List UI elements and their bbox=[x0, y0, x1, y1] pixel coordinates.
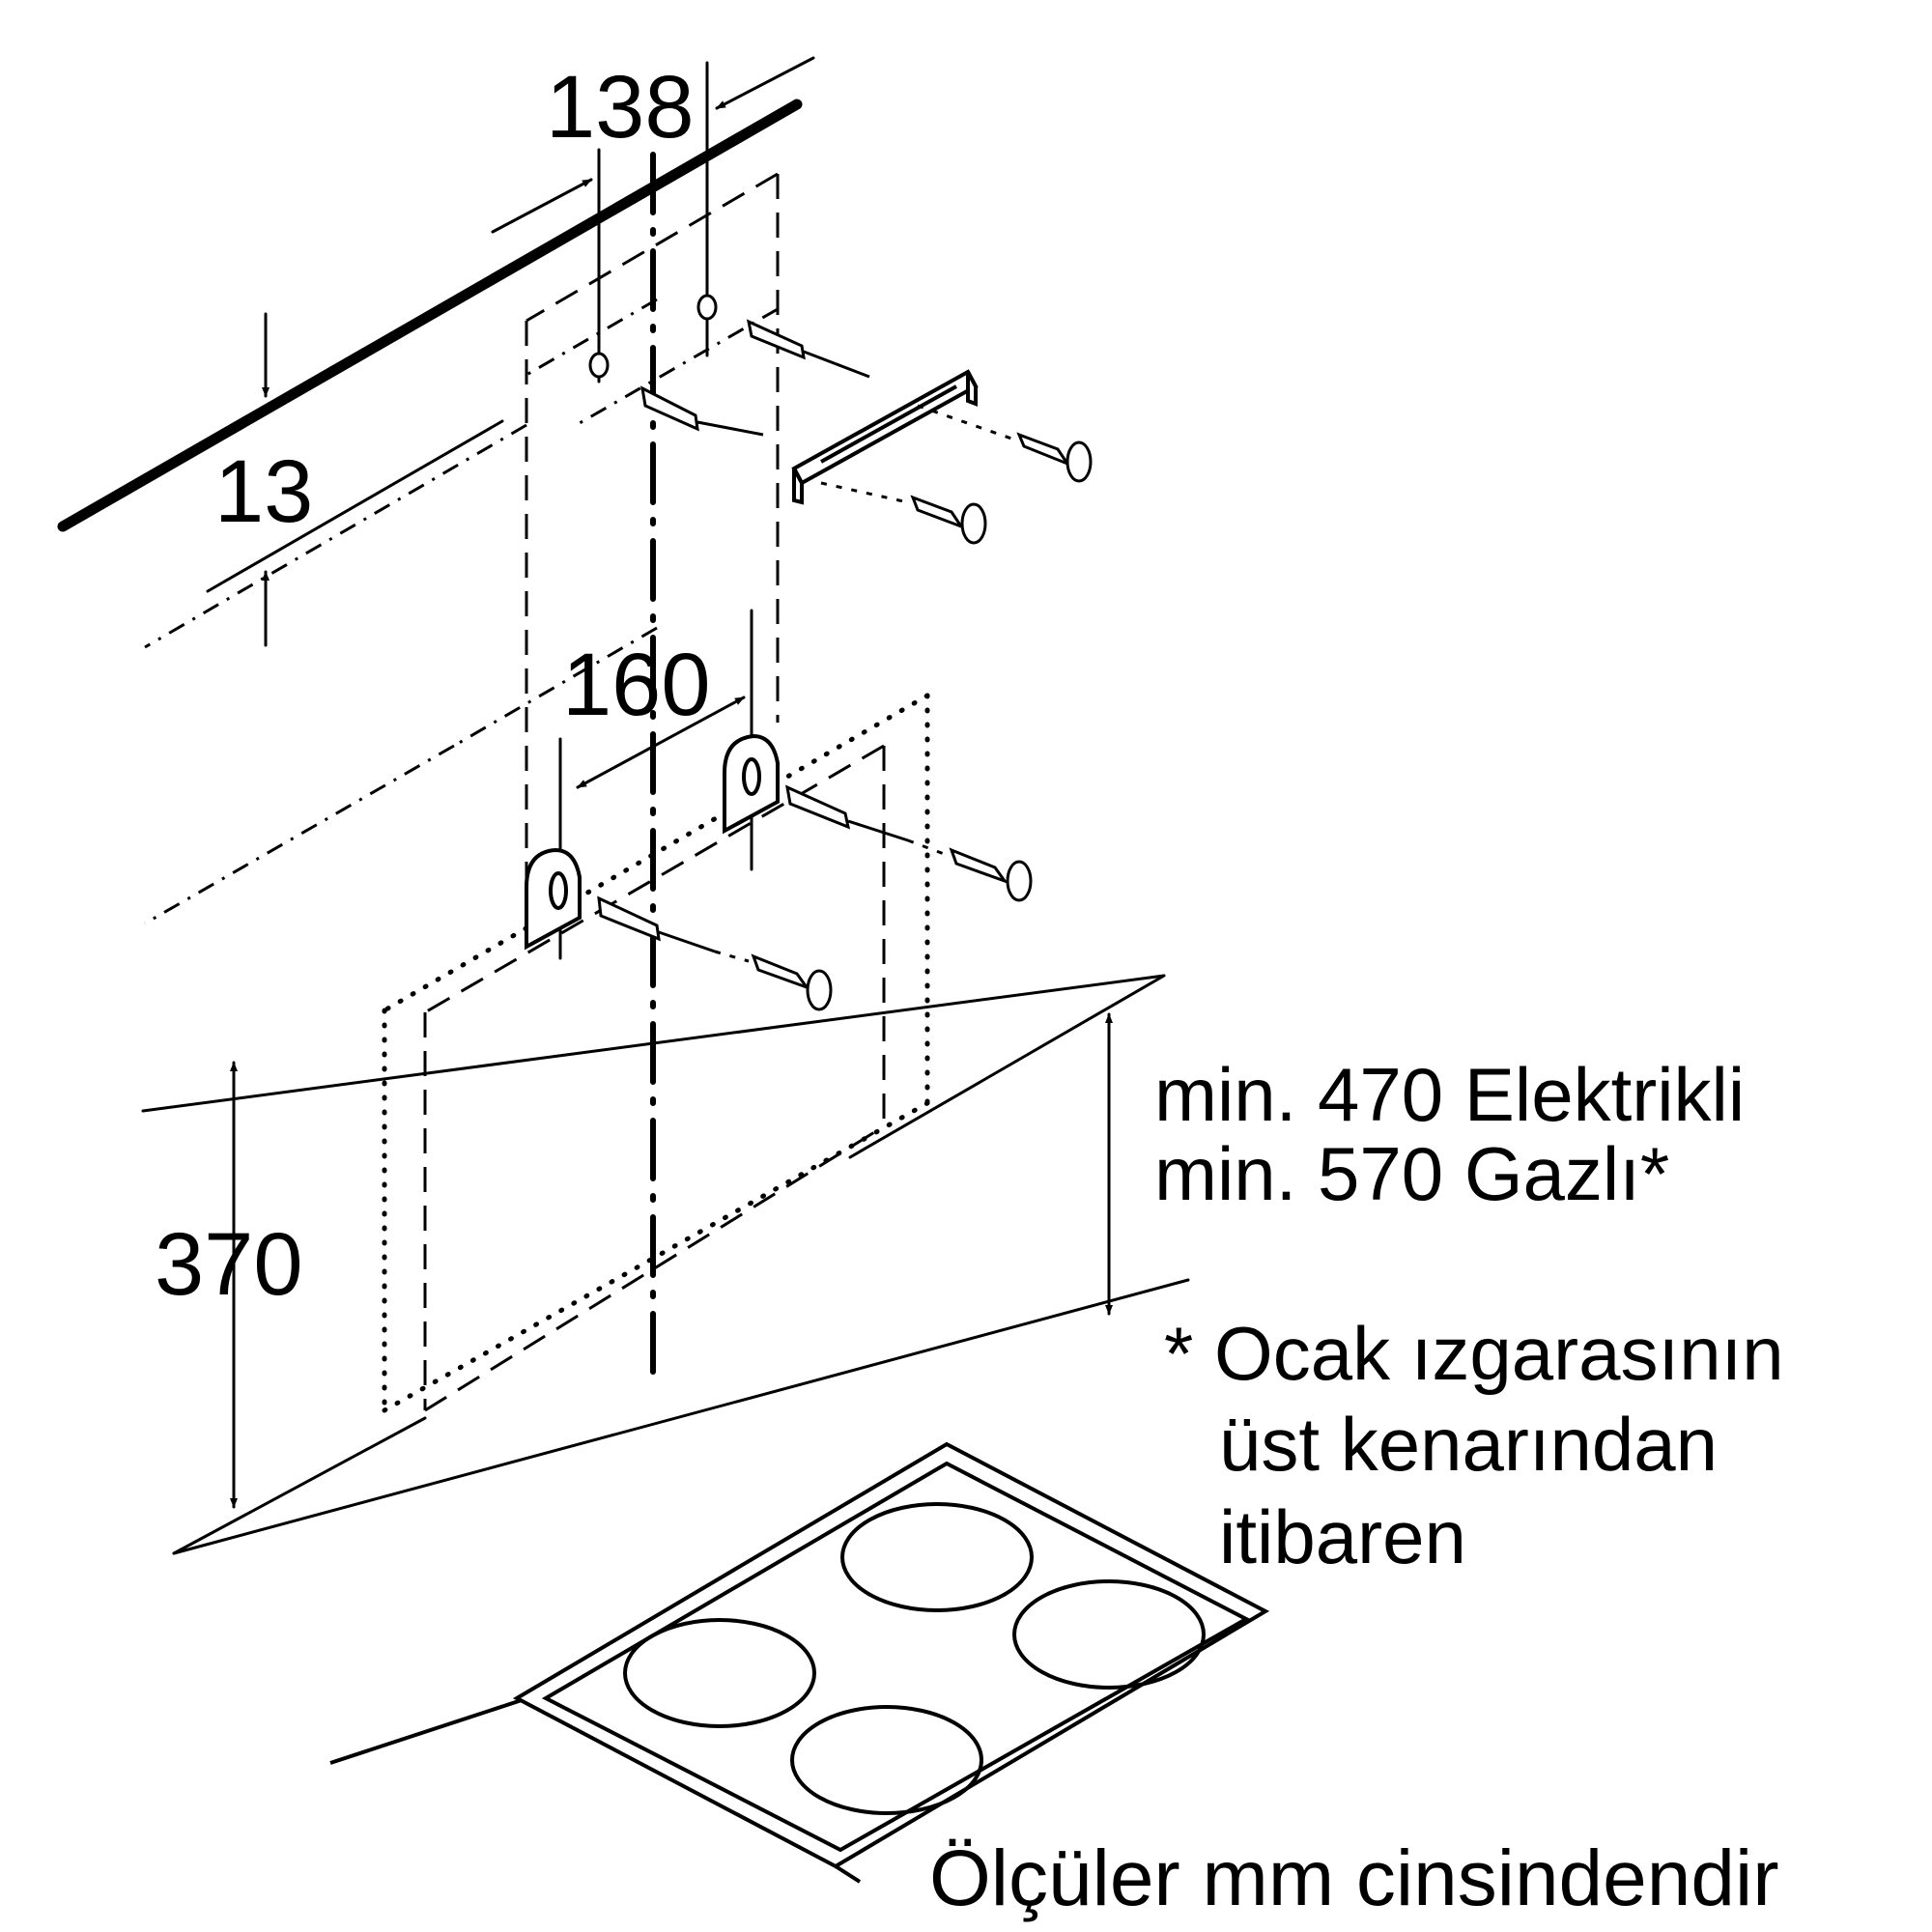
upper-screws bbox=[820, 404, 1093, 545]
footnote-line-1: * Ocak ızgarasının bbox=[1164, 1311, 1784, 1396]
lower-screws bbox=[714, 838, 1033, 1011]
dimension-138-label: 138 bbox=[546, 58, 695, 156]
dimension-160-label: 160 bbox=[562, 636, 711, 734]
upper-wall-anchors bbox=[588, 294, 870, 437]
cooktop-level-line-2 bbox=[172, 1416, 427, 1555]
upper-mounting-rail bbox=[791, 369, 979, 505]
dimension-13: 13 bbox=[214, 312, 313, 647]
footnote-line-3: itibaren bbox=[1219, 1494, 1466, 1579]
upper-chimney-dashdot bbox=[144, 298, 779, 649]
lower-brackets bbox=[525, 733, 780, 951]
lower-hood-dashed-outline bbox=[423, 744, 886, 1412]
dimension-370-label: 370 bbox=[155, 1215, 303, 1314]
dimension-13-label: 13 bbox=[214, 442, 313, 541]
dimension-370: 370 bbox=[155, 1061, 303, 1509]
hood-bottom-wall-line bbox=[141, 974, 1166, 1113]
cooktop-level-line bbox=[172, 1278, 1190, 1555]
ceiling-line bbox=[57, 99, 803, 532]
burner-back-right bbox=[840, 1502, 1034, 1612]
upper-chimney-outline bbox=[525, 172, 780, 908]
dimension-138: 138 bbox=[491, 56, 815, 384]
burner-back-left bbox=[623, 1618, 816, 1728]
footnote-line-2: üst kenarından bbox=[1219, 1402, 1718, 1487]
note-min-gas: min. 570 Gazlı* bbox=[1154, 1131, 1669, 1216]
hood-bottom-wall-line-2 bbox=[848, 974, 1166, 1159]
note-min-electric: min. 470 Elektrikli bbox=[1154, 1052, 1745, 1137]
units-note: Ölçüler mm cinsindendir bbox=[929, 1834, 1779, 1922]
cooktop bbox=[329, 1441, 1270, 1884]
lower-wall-anchors bbox=[597, 784, 909, 953]
burner-front-right bbox=[1012, 1579, 1206, 1690]
ceiling-offset-line bbox=[206, 419, 504, 593]
burner-front-left bbox=[790, 1705, 983, 1815]
